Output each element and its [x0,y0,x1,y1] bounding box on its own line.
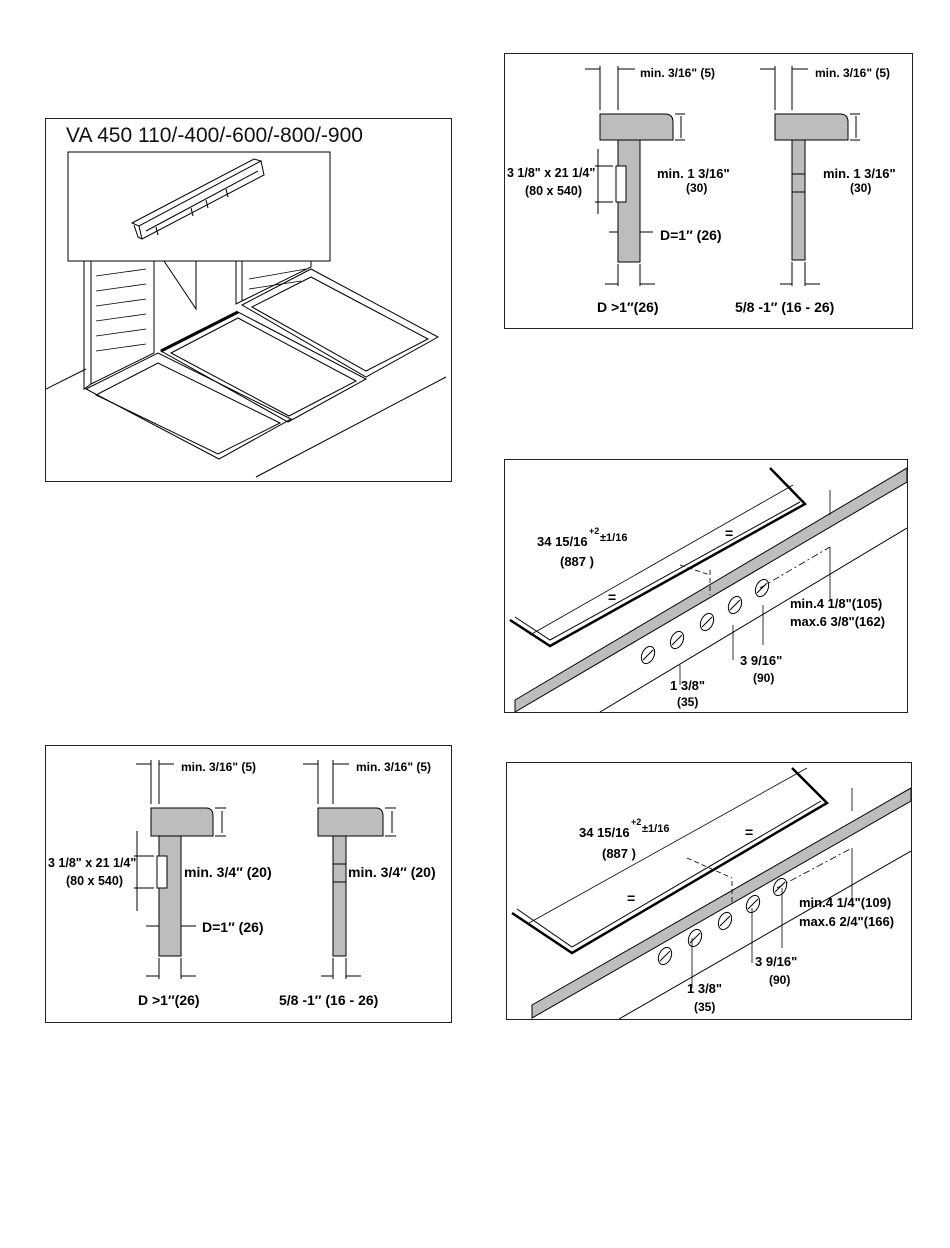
equal-top-label: = [745,824,753,840]
min-height-right-mm-label: (30) [850,181,871,195]
width-label: 34 15/16 [579,825,630,840]
width-tolerance-label: +2 [589,526,599,536]
d-value-label: D=1″ (26) [202,919,264,935]
spacing-large-label: 3 9/16" [755,954,797,969]
middle-module [159,310,368,423]
width-label: 34 15/16 [537,534,588,549]
worktop-edge [46,368,87,390]
cutout-size-mm-label: (80 x 540) [66,874,123,888]
spacing-small-label: 1 3/8" [687,981,722,996]
knob-holes [640,578,770,665]
right-module [235,260,440,378]
width-tolerance-label: +2 [631,817,641,827]
min-height-left-mm-label: (30) [686,181,707,195]
cutout-109-drawing: 34 15/16 +2 ±1/16 (887 ) = = min.4 1/4"(… [511,767,911,1019]
cutout-outline [509,467,808,648]
spacing-small-label: 1 3/8" [670,678,705,693]
width-tolerance2-label: ±1/16 [642,823,669,835]
min-gap-right-label: min. 3/16" (5) [815,66,890,80]
cutout-size-label: 3 1/8" x 21 1/4" [507,166,595,180]
min-depth-label: min.4 1/4"(109) [799,895,891,910]
panel-cutout-105: 34 15/16 +2 ±1/16 (887 ) = = min.4 1/8"(… [504,459,908,713]
equal-bottom-label: = [627,890,635,906]
min-gap-left-label: min. 3/16" (5) [181,760,256,774]
cutout-size-mm-label: (80 x 540) [525,184,582,198]
min-gap-left-label: min. 3/16" (5) [640,66,715,80]
min-height-right-label: min. 3/4″ (20) [348,864,436,880]
equal-top-label: = [725,525,733,541]
spacing-large-mm-label: (90) [769,973,790,987]
left-section [585,66,685,286]
min-height-left-label: min. 3/4″ (20) [184,864,272,880]
cutout-size-label: 3 1/8" x 21 1/4" [48,856,136,870]
min-gap-right-label: min. 3/16" (5) [356,760,431,774]
width-tolerance2-label: ±1/16 [600,532,627,544]
worktop-edge-band [514,467,907,712]
width-mm-label: (887 ) [602,846,636,861]
panel-cutout-109: 34 15/16 +2 ±1/16 (887 ) = = min.4 1/4"(… [506,762,912,1020]
panel-module-connector: VA 450 110/-400/-600/-800/-900 [45,118,452,482]
connector-strip-detail [130,158,265,240]
callout-pointer [163,260,197,311]
max-depth-label: max.6 3/8"(162) [790,614,885,629]
min-height-right-label: min. 1 3/16" [823,166,896,181]
panel-section-20mm: min. 3/16" (5) min. 3/16" (5) 3 1/8" x 2… [45,745,452,1023]
thickness-range-label: 5/8 -1″ (16 - 26) [735,299,834,315]
panel-section-30mm: min. 3/16" (5) min. 3/16" (5) 3 1/8" x 2… [504,53,913,329]
left-module [83,260,293,460]
worktop-edge-band [531,787,911,1019]
min-depth-label: min.4 1/8"(105) [790,596,882,611]
spacing-large-mm-label: (90) [753,671,774,685]
callout-box [67,151,331,262]
cutout-105-drawing: 34 15/16 +2 ±1/16 (887 ) = = min.4 1/8"(… [509,467,907,712]
section-30mm-drawing: min. 3/16" (5) min. 3/16" (5) 3 1/8" x 2… [507,66,896,315]
left-section [134,760,226,979]
d-min-label: D >1″(26) [597,299,659,315]
spacing-small-mm-label: (35) [677,695,698,709]
max-depth-label: max.6 2/4"(166) [799,914,894,929]
spacing-small-mm-label: (35) [694,1000,715,1014]
d-min-label: D >1″(26) [138,992,200,1008]
knob-holes [657,877,788,966]
right-section [303,760,396,979]
d-value-label: D=1″ (26) [660,227,722,243]
section-20mm-drawing: min. 3/16" (5) min. 3/16" (5) 3 1/8" x 2… [48,760,436,1008]
right-section [760,66,860,286]
spacing-large-label: 3 9/16" [740,653,782,668]
model-title: VA 450 110/-400/-600/-800/-900 [66,124,363,147]
width-mm-label: (887 ) [560,554,594,569]
thickness-range-label: 5/8 -1″ (16 - 26) [279,992,378,1008]
min-height-left-label: min. 1 3/16" [657,166,730,181]
equal-bottom-label: = [608,589,616,605]
cutout-outline [511,767,830,955]
module-connector-illustration: VA 450 110/-400/-600/-800/-900 [46,124,447,478]
